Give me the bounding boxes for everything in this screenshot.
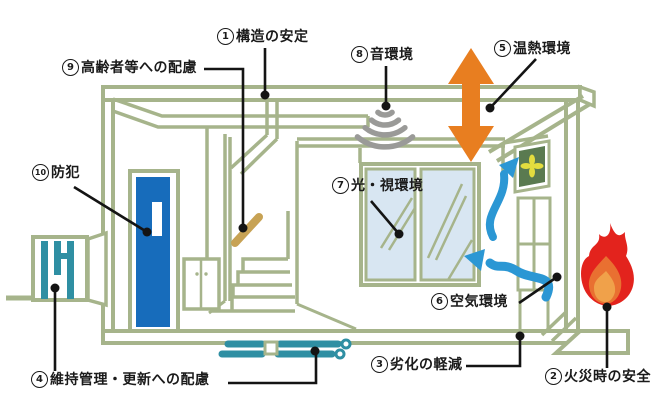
- door-window-slot: [152, 202, 162, 236]
- leader-light-visual: [370, 200, 400, 235]
- label-text: 構造の安定: [236, 28, 309, 45]
- label-text: 高齢者等への配慮: [81, 59, 197, 76]
- leader-maintenance-pipes: [228, 351, 318, 385]
- label-structural-stability: 1 構造の安定: [217, 28, 309, 45]
- balcony-braces: [540, 310, 578, 343]
- meter-box-door: [86, 230, 108, 308]
- label-text: 防犯: [51, 164, 80, 181]
- leader-deterioration: [466, 337, 522, 368]
- right-wall-post: [564, 85, 580, 334]
- label-sound-environment: 8 音環境: [351, 46, 414, 63]
- label-text: 温熱環境: [513, 40, 571, 57]
- circled-number: 3: [371, 356, 388, 373]
- balcony-slab: [550, 329, 630, 355]
- meter-box: [31, 230, 108, 308]
- label-fire-safety: 2 火災時の安全: [545, 368, 651, 385]
- circled-number: 6: [431, 293, 448, 310]
- leader-dots: [50, 90, 612, 356]
- label-text: 火災時の安全: [564, 368, 651, 385]
- interior-walls: [112, 97, 552, 331]
- label-crime-prevention: 10 防犯: [32, 164, 80, 181]
- glass-doors: [359, 162, 481, 287]
- circled-number: 1: [217, 28, 234, 45]
- label-text: 維持管理・更新への配慮: [50, 371, 210, 388]
- label-elderly-consideration: 9 高齢者等への配慮: [62, 59, 197, 76]
- sound-waves-icon: [354, 109, 416, 150]
- door-panel: [136, 177, 170, 327]
- circled-number: 7: [332, 177, 349, 194]
- circled-number: 5: [494, 40, 511, 57]
- meter-pipes: [41, 241, 74, 299]
- label-maintenance-update: 4 維持管理・更新への配慮: [31, 371, 210, 388]
- circled-number: 8: [351, 46, 368, 63]
- label-thermal-environment: 5 温熱環境: [494, 40, 571, 57]
- leader-air-environment: [518, 275, 558, 305]
- label-text: 音環境: [370, 46, 414, 63]
- circled-number: 2: [545, 368, 562, 385]
- circled-number: 4: [31, 371, 48, 388]
- staircase: [212, 211, 295, 313]
- label-text: 劣化の軽減: [390, 356, 463, 373]
- glass-reflections: [379, 183, 474, 281]
- label-light-visual-environment: 7 光・視環境: [332, 177, 424, 194]
- leader-elderly-consideration: [204, 67, 245, 228]
- circled-number: 9: [62, 59, 79, 76]
- label-text: 光・視環境: [351, 177, 424, 194]
- label-air-environment: 6 空気環境: [431, 293, 508, 310]
- ventilation-fan-icon: [513, 139, 551, 194]
- leader-crime-prevention: [73, 185, 148, 234]
- circled-number: 10: [32, 164, 49, 181]
- label-text: 空気環境: [450, 293, 508, 310]
- label-deterioration-reduction: 3 劣化の軽減: [371, 356, 463, 373]
- underfloor-pipes: [218, 338, 352, 360]
- airflow-arrow-up-icon: [485, 157, 519, 241]
- heat-exchange-arrow-icon: [448, 48, 494, 162]
- foundation-post: [263, 340, 279, 356]
- flame-icon: [581, 223, 634, 306]
- leader-lines: [53, 48, 609, 385]
- entrance-door: [128, 169, 180, 334]
- closet: [182, 257, 221, 311]
- leader-thermal-environment: [489, 58, 537, 109]
